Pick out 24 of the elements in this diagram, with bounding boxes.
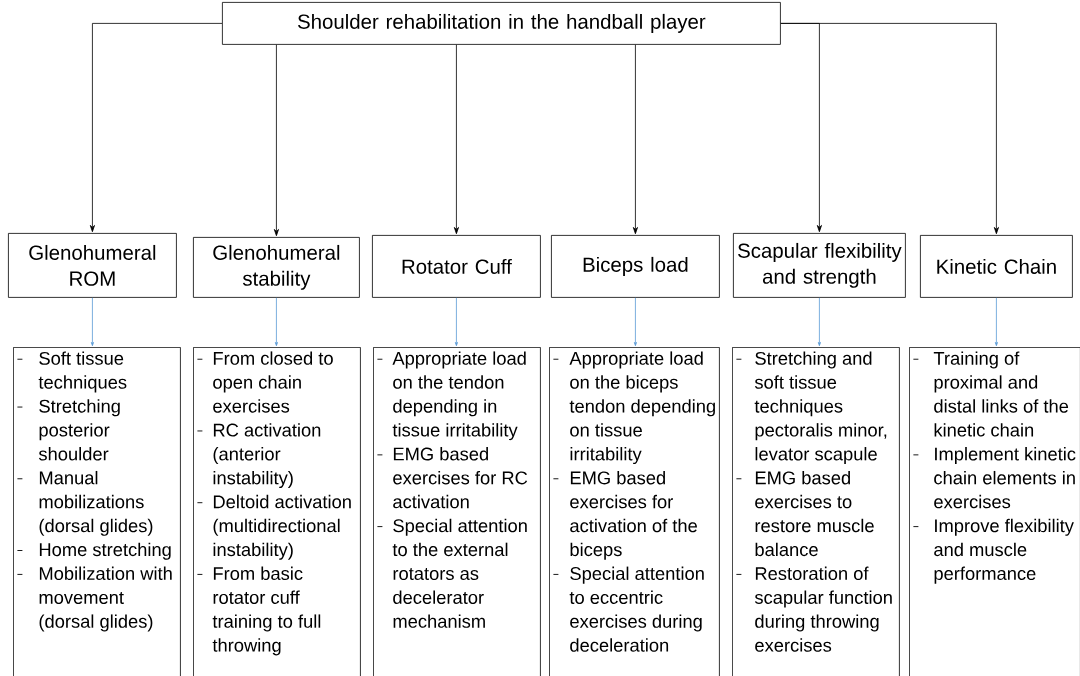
- list-box: Training of proximal and distal links of the kinetic chain Implement kinetic chain elements in exercises Improve flexibility and muscle performance: [909, 347, 1080, 676]
- category-box: Scapular flexibility and strength: [733, 233, 906, 298]
- list-box: Appropriate load on the tendon depending in tissue irritability EMG based exercises for RC activation Special attention to the external rotators as decelerator mechanism: [373, 347, 541, 676]
- category-box: Biceps load: [551, 235, 720, 298]
- category-box: Rotator Cuff: [372, 235, 541, 298]
- arrow: [633, 297, 637, 347]
- arrow: [780, 23, 999, 235]
- arrow: [817, 297, 821, 347]
- arrow: [994, 297, 998, 347]
- list-box: Soft tissue techniques Stretching posterior shoulder Manual mobilizations (dorsal glides) Home stretching Mobilization with movement (dorsal glides): [13, 347, 181, 676]
- arrow: [90, 297, 94, 347]
- list-box: From closed to open chain exercises RC activation (anterior instability) Deltoid activation (multidirectional instability) From basic rotator cuff training to full throwing: [193, 347, 361, 676]
- arrow: [632, 44, 638, 235]
- arrow: [454, 297, 458, 347]
- list-box: Appropriate load on the biceps tendon depending on tissue irritability EMG based exercises for activation of the biceps Special attention to eccentric exercises during deceleration: [549, 347, 720, 676]
- arrow: [89, 23, 223, 233]
- category-box: Glenohumeral stability: [193, 237, 360, 298]
- title-box: Shoulder rehabilitation in the handball player: [222, 2, 781, 45]
- arrow: [453, 44, 459, 235]
- category-box: Kinetic Chain: [920, 235, 1073, 298]
- arrow: [274, 297, 278, 347]
- arrow: [273, 44, 279, 237]
- list-box: Stretching and soft tissue techniques pectoralis minor, levator scapule EMG based exercises to restore muscle balance Restoration of scapular function during throwing exercises: [732, 347, 900, 676]
- category-box: Glenohumeral ROM: [8, 233, 177, 298]
